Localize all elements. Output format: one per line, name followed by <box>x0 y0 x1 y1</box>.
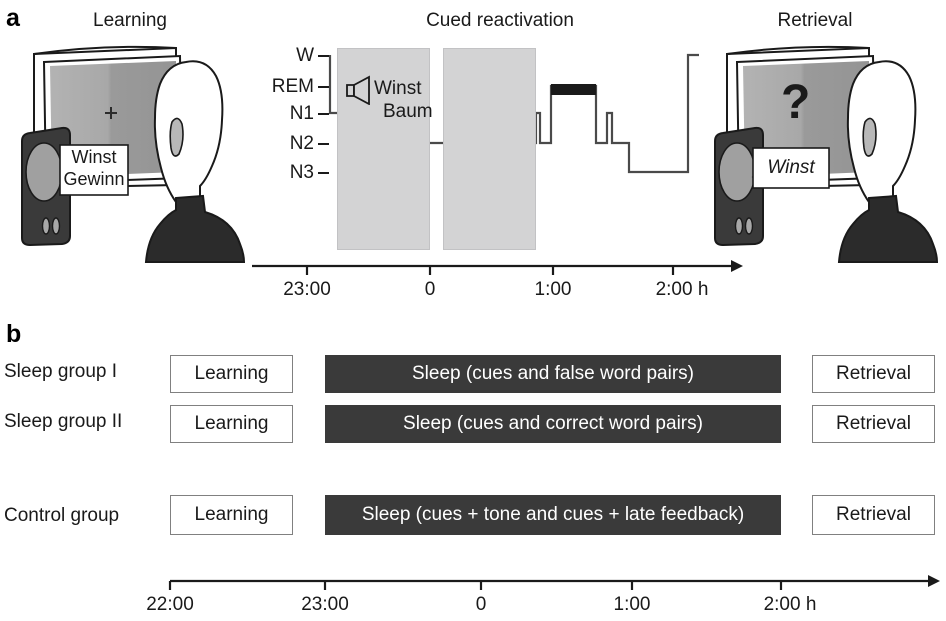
hypnogram-tick-n2 <box>318 143 329 145</box>
hypnogram-stage-label-rem: REM <box>271 76 314 97</box>
hypnogram-tick-w <box>318 55 329 57</box>
panel-a-tick-200: 2:00 h <box>655 279 709 300</box>
speaker-icon <box>346 75 370 105</box>
hypnogram-tick-rem <box>318 86 329 88</box>
group-label-sleep-group-ii: Sleep group II <box>4 411 123 432</box>
cue-band-2 <box>443 48 536 250</box>
sleep-bar-control-group[interactable]: Sleep (cues + tone and cues + late feedb… <box>325 495 781 535</box>
learning-callout-line-2: Gewinn <box>63 169 125 189</box>
hypnogram-tick-n3 <box>318 172 329 174</box>
panel-a-tick-2300: 23:00 <box>283 279 331 300</box>
hypnogram-tick-n1 <box>318 113 329 115</box>
sleep-bar-sleep-group-i[interactable]: Sleep (cues and false word pairs) <box>325 355 781 393</box>
learning-box-control-group[interactable]: Learning <box>170 495 293 535</box>
group-label-sleep-group-i: Sleep group I <box>4 361 118 382</box>
cue-band-1 <box>337 48 430 250</box>
panel-a-title-learning: Learning <box>93 10 167 31</box>
cue-word-1: Winst <box>374 78 422 99</box>
learning-callout-line-1: Winst <box>71 147 117 167</box>
hypnogram-stage-label-n3: N3 <box>289 162 314 183</box>
panel-b-tick-2200: 22:00 <box>146 594 194 615</box>
cue-word-2: Baum <box>383 101 433 122</box>
fixation-cross-icon <box>105 107 117 119</box>
sleep-bar-sleep-group-ii[interactable]: Sleep (cues and correct word pairs) <box>325 405 781 443</box>
panel-b-letter: b <box>6 320 22 348</box>
panel-a-time-axis <box>252 260 743 275</box>
rem-episode-block <box>551 84 596 95</box>
retrieval-box-control-group[interactable]: Retrieval <box>812 495 935 535</box>
hypnogram-stage-label-n2: N2 <box>289 133 314 154</box>
panel-b-tick-100: 1:00 <box>613 594 651 615</box>
learning-scene <box>21 45 246 263</box>
retrieval-callout-line-1: Winst <box>767 157 815 178</box>
retrieval-scene <box>714 45 939 263</box>
group-label-control-group: Control group <box>4 505 120 526</box>
panel-a-tick-0: 0 <box>424 279 436 300</box>
retrieval-loudspeaker <box>714 126 764 247</box>
retrieval-box-sleep-group-i[interactable]: Retrieval <box>812 355 935 393</box>
hypnogram-stage-label-n1: N1 <box>289 103 314 124</box>
retrieval-box-sleep-group-ii[interactable]: Retrieval <box>812 405 935 443</box>
participant-head <box>144 60 246 263</box>
panel-a-title-retrieval: Retrieval <box>777 10 853 31</box>
panel-a-tick-100: 1:00 <box>534 279 572 300</box>
panel-b-tick-0: 0 <box>475 594 487 615</box>
participant-head <box>837 60 939 263</box>
hypnogram-stage-label-w: W <box>296 45 314 66</box>
panel-a-title-cued-reactivation: Cued reactivation <box>426 10 574 31</box>
panel-b-time-axis <box>168 575 940 590</box>
learning-box-sleep-group-ii[interactable]: Learning <box>170 405 293 443</box>
panel-b-tick-2300: 23:00 <box>301 594 349 615</box>
panel-b-tick-200: 2:00 h <box>763 594 817 615</box>
retrieval-screen-question-mark: ? <box>781 76 811 129</box>
learning-box-sleep-group-i[interactable]: Learning <box>170 355 293 393</box>
panel-a-letter: a <box>6 4 20 32</box>
